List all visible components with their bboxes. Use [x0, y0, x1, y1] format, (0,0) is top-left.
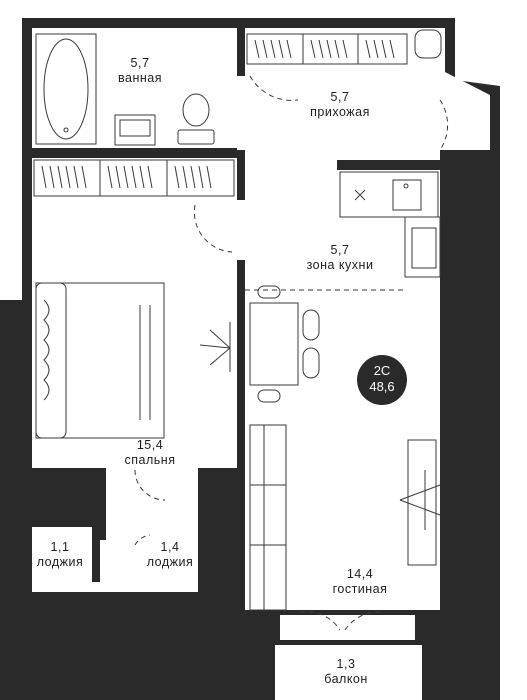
doors — [134, 75, 449, 631]
area-balcony: 1,3 — [336, 657, 356, 671]
area-bathroom: 5,7 — [130, 56, 150, 70]
apartment-total-area: 48,6 — [369, 379, 395, 394]
dining-table — [249, 285, 320, 403]
name-bedroom: спальня — [124, 453, 176, 467]
apartment-type: 2С — [373, 363, 391, 378]
label-loggia-2: 1,4 лоджия — [140, 540, 200, 570]
hallway-wardrobe — [246, 29, 442, 65]
name-living: гостиная — [332, 582, 388, 596]
label-loggia-1: 1,1 лоджия — [30, 540, 90, 570]
kitchen-counter — [339, 171, 441, 278]
sink — [114, 114, 156, 146]
toilet — [177, 93, 215, 145]
area-hallway: 5,7 — [330, 90, 350, 104]
label-kitchen: 5,7 зона кухни — [290, 243, 390, 273]
bedroom-lamp — [199, 322, 231, 372]
area-loggia-1: 1,1 — [50, 540, 70, 554]
sofa — [249, 424, 287, 611]
bathtub — [35, 33, 97, 145]
name-kitchen: зона кухни — [306, 258, 374, 272]
label-balcony: 1,3 балкон — [316, 657, 376, 687]
area-kitchen: 5,7 — [330, 243, 350, 257]
label-living: 14,4 гостиная — [320, 567, 400, 597]
label-hallway: 5,7 прихожая — [300, 90, 380, 120]
area-living: 14,4 — [346, 567, 374, 581]
label-bedroom: 15,4 спальня — [115, 438, 185, 468]
name-bathroom: ванная — [118, 71, 162, 85]
apartment-badge: 2С 48,6 — [357, 355, 407, 405]
bedroom-wardrobe — [33, 159, 235, 197]
partitions — [22, 28, 440, 645]
area-loggia-2: 1,4 — [160, 540, 180, 554]
name-hallway: прихожая — [310, 105, 370, 119]
name-loggia-1: лоджия — [36, 555, 84, 569]
tv-stand — [399, 439, 441, 566]
area-bedroom: 15,4 — [136, 438, 164, 452]
name-balcony: балкон — [324, 672, 368, 686]
bed — [35, 282, 165, 439]
name-loggia-2: лоджия — [146, 555, 194, 569]
label-bathroom: 5,7 ванная — [110, 56, 170, 86]
